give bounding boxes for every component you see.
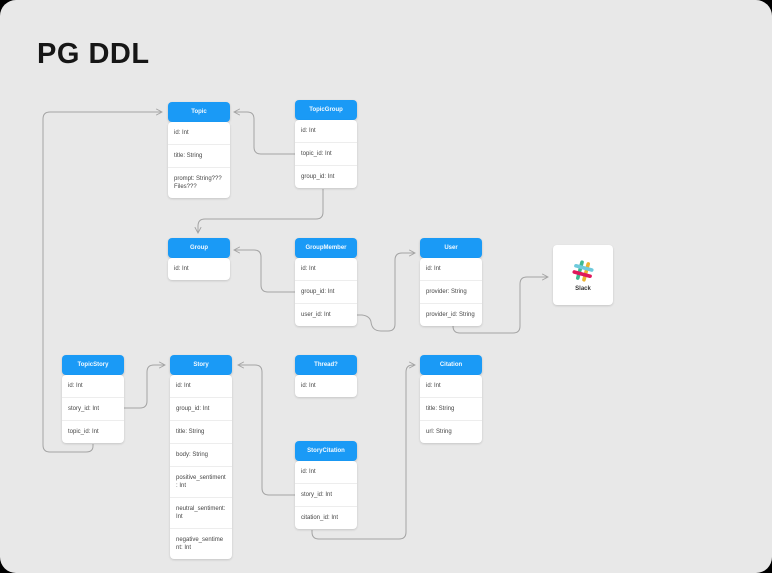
entity-topicgroup-header[interactable]: TopicGroup <box>295 100 357 120</box>
entity-user[interactable]: User id: Int provider: String provider_i… <box>420 238 482 326</box>
entity-storycitation[interactable]: StoryCitation id: Int story_id: Int cita… <box>295 441 357 529</box>
entity-groupmember-body: id: Int group_id: Int user_id: Int <box>295 258 357 326</box>
field-storycitation-id[interactable]: id: Int <box>301 469 316 475</box>
field-group-id[interactable]: id: Int <box>174 266 189 272</box>
field-topicstory-storyid[interactable]: story_id: Int <box>62 397 124 420</box>
field-groupmember-id[interactable]: id: Int <box>301 266 316 272</box>
field-story-id[interactable]: id: Int <box>176 383 191 389</box>
slack-hash-icon <box>572 260 594 282</box>
field-thread-id[interactable]: id: Int <box>301 383 316 389</box>
edge-groupmember-to-user[interactable] <box>357 249 416 332</box>
field-story-groupid[interactable]: group_id: Int <box>170 397 232 420</box>
entity-topicstory-body: id: Int story_id: Int topic_id: Int <box>62 375 124 443</box>
edge-storycitation-to-citation[interactable] <box>311 361 416 540</box>
entity-thread-header[interactable]: Thread? <box>295 355 357 375</box>
edge-groupmember-to-group[interactable] <box>233 246 295 293</box>
field-user-id[interactable]: id: Int <box>426 266 441 272</box>
page-title[interactable]: PG DDL <box>37 38 150 70</box>
entity-thread-body: id: Int <box>295 375 357 397</box>
edge-topicstory-to-story[interactable] <box>124 361 166 409</box>
field-topicgroup-topicid[interactable]: topic_id: Int <box>295 142 357 165</box>
field-topic-prompt[interactable]: prompt: String??? Files??? <box>168 167 230 198</box>
entity-topicgroup[interactable]: TopicGroup id: Int topic_id: Int group_i… <box>295 100 357 188</box>
field-user-provider[interactable]: provider: String <box>420 280 482 303</box>
field-topic-title[interactable]: title: String <box>168 144 230 167</box>
slack-node[interactable]: Slack <box>553 245 613 305</box>
edge-topicgroup-to-group[interactable] <box>194 189 324 234</box>
entity-topic-header[interactable]: Topic <box>168 102 230 122</box>
field-story-title[interactable]: title: String <box>170 420 232 443</box>
field-citation-title[interactable]: title: String <box>420 397 482 420</box>
edge-user-to-slack[interactable] <box>452 273 549 334</box>
field-topicgroup-id[interactable]: id: Int <box>301 128 316 134</box>
field-topic-id[interactable]: id: Int <box>174 130 189 136</box>
entity-storycitation-header[interactable]: StoryCitation <box>295 441 357 461</box>
entity-groupmember[interactable]: GroupMember id: Int group_id: Int user_i… <box>295 238 357 326</box>
field-storycitation-storyid[interactable]: story_id: Int <box>295 483 357 506</box>
entity-story-header[interactable]: Story <box>170 355 232 375</box>
entity-topic-body: id: Int title: String prompt: String??? … <box>168 122 230 198</box>
field-citation-url[interactable]: url: String <box>420 420 482 443</box>
field-story-negative-sentiment[interactable]: negative_sentiment: Int <box>170 528 232 559</box>
entity-topicstory[interactable]: TopicStory id: Int story_id: Int topic_i… <box>62 355 124 443</box>
entity-thread[interactable]: Thread? id: Int <box>295 355 357 397</box>
entity-groupmember-header[interactable]: GroupMember <box>295 238 357 258</box>
entity-story-body: id: Int group_id: Int title: String body… <box>170 375 232 559</box>
entity-citation[interactable]: Citation id: Int title: String url: Stri… <box>420 355 482 443</box>
field-topicstory-topicid[interactable]: topic_id: Int <box>62 420 124 443</box>
field-user-providerid[interactable]: provider_id: String <box>420 303 482 326</box>
field-citation-id[interactable]: id: Int <box>426 383 441 389</box>
entity-topic[interactable]: Topic id: Int title: String prompt: Stri… <box>168 102 230 198</box>
edge-topicstory-to-topic[interactable] <box>42 108 163 453</box>
entity-citation-body: id: Int title: String url: String <box>420 375 482 443</box>
field-topicstory-id[interactable]: id: Int <box>68 383 83 389</box>
entity-storycitation-body: id: Int story_id: Int citation_id: Int <box>295 461 357 529</box>
field-groupmember-userid[interactable]: user_id: Int <box>295 303 357 326</box>
field-story-positive-sentiment[interactable]: positive_sentiment: Int <box>170 466 232 497</box>
entity-group-header[interactable]: Group <box>168 238 230 258</box>
entity-topicstory-header[interactable]: TopicStory <box>62 355 124 375</box>
slack-node-label: Slack <box>575 286 591 292</box>
entity-story[interactable]: Story id: Int group_id: Int title: Strin… <box>170 355 232 559</box>
field-topicgroup-groupid[interactable]: group_id: Int <box>295 165 357 188</box>
entity-group-body: id: Int <box>168 258 230 280</box>
edge-topicgroup-to-topic[interactable] <box>233 108 295 155</box>
entity-user-body: id: Int provider: String provider_id: St… <box>420 258 482 326</box>
field-story-neutral-sentiment[interactable]: neutral_sentiment: Int <box>170 497 232 528</box>
field-storycitation-citationid[interactable]: citation_id: Int <box>295 506 357 529</box>
edge-storycitation-to-story[interactable] <box>237 361 295 496</box>
entity-topicgroup-body: id: Int topic_id: Int group_id: Int <box>295 120 357 188</box>
field-story-body[interactable]: body: String <box>170 443 232 466</box>
field-groupmember-groupid[interactable]: group_id: Int <box>295 280 357 303</box>
entity-user-header[interactable]: User <box>420 238 482 258</box>
entity-citation-header[interactable]: Citation <box>420 355 482 375</box>
entity-group[interactable]: Group id: Int <box>168 238 230 280</box>
